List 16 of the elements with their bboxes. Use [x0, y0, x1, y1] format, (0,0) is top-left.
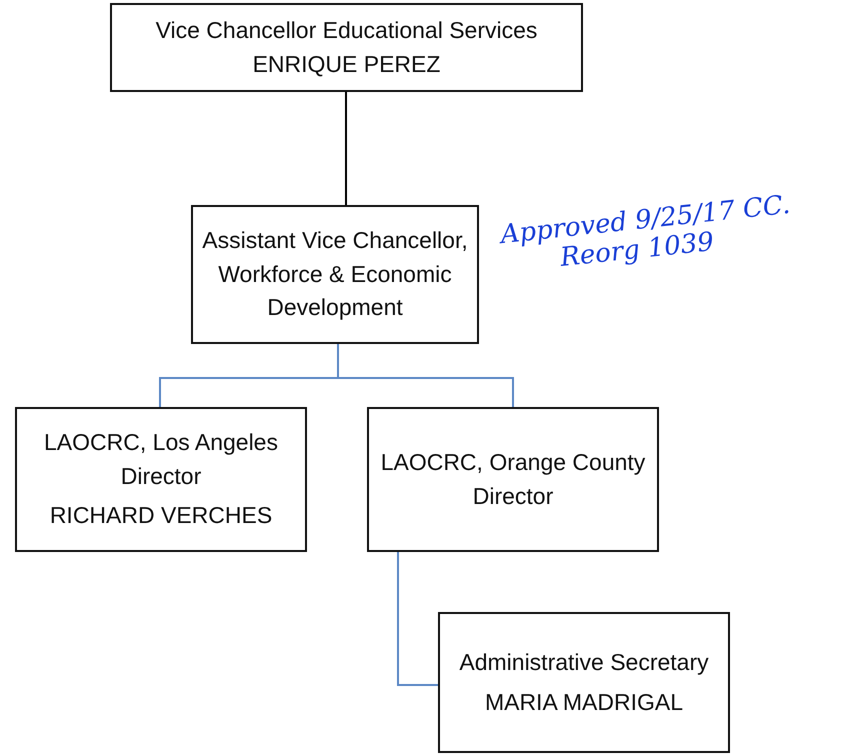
connector-line: [345, 92, 347, 205]
person-name: MARIA MADRIGAL: [484, 688, 684, 716]
connector-line: [397, 552, 438, 686]
person-name: RICHARD VERCHES: [50, 501, 272, 530]
position-title: LAOCRC, Orange County Director: [380, 448, 646, 510]
org-box: [367, 407, 659, 552]
org-box: [110, 3, 583, 92]
position-title: Administrative Secretary: [459, 648, 709, 678]
org-box: [191, 205, 479, 344]
org-box: [438, 612, 730, 753]
org-box: [15, 407, 307, 552]
position-title: Assistant Vice Chancellor, Workforce & Economic Development: [201, 226, 469, 322]
position-title: LAOCRC, Los Angeles Director: [43, 428, 279, 491]
position-title: Vice Chancellor Educational Services: [156, 16, 538, 46]
person-name: ENRIQUE PEREZ: [252, 50, 440, 78]
connector-line: [337, 344, 514, 407]
